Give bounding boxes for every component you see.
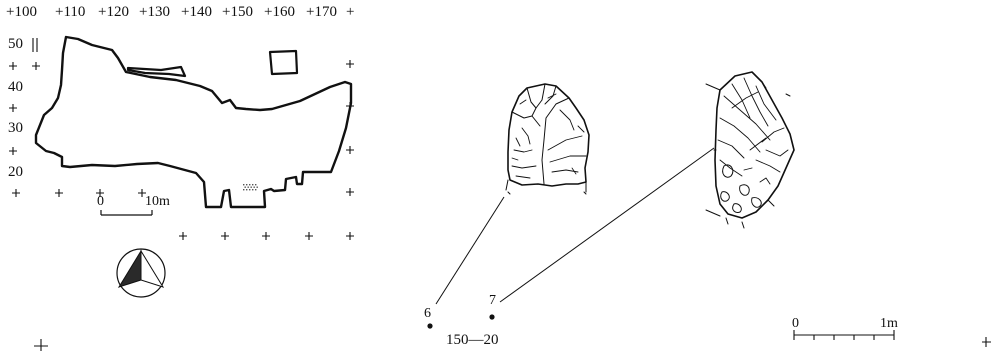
square-feature — [268, 49, 299, 76]
leader-line-7 — [499, 147, 715, 303]
detail-scale-bar — [793, 330, 895, 340]
find-label-6: 6 — [424, 306, 431, 321]
x-coordinate-label: +150 — [222, 4, 253, 20]
artifact-6-drawing — [505, 83, 590, 195]
x-coordinate-label: +160 — [264, 4, 295, 20]
leader-line-6 — [435, 196, 505, 305]
y-coordinate-label: 20 — [8, 164, 23, 180]
x-coordinate-label: +100 — [6, 4, 37, 20]
x-coordinate-label: +170 — [306, 4, 337, 20]
plan-scale-unit-label: 10m — [145, 194, 170, 209]
x-coordinate-label: +120 — [98, 4, 129, 20]
detail-scale-zero-label: 0 — [792, 316, 799, 331]
grid-reference-label: 150—20 — [446, 332, 499, 348]
x-coordinate-label: +130 — [139, 4, 170, 20]
find-spot-stipple — [243, 184, 258, 191]
find-point-7 — [489, 314, 495, 320]
y-coordinate-label: 30 — [8, 120, 23, 136]
x-coordinate-label: +140 — [181, 4, 212, 20]
plan-scale-zero-label: 0 — [97, 194, 104, 209]
slot-feature — [126, 65, 187, 78]
y-coordinate-label: 40 — [8, 79, 23, 95]
find-point-6 — [427, 323, 433, 329]
find-label-7: 7 — [489, 293, 496, 308]
plan-scale-bar — [100, 210, 153, 216]
north-arrow-icon — [116, 248, 166, 298]
y-coordinate-label: 50 — [8, 36, 23, 52]
x-coordinate-label: + — [346, 4, 355, 20]
detail-scale-unit-label: 1m — [880, 316, 898, 331]
excavation-outline — [34, 35, 353, 209]
grid-markers — [9, 38, 991, 351]
x-coordinate-label: +110 — [55, 4, 86, 20]
artifact-7-drawing — [705, 71, 795, 229]
